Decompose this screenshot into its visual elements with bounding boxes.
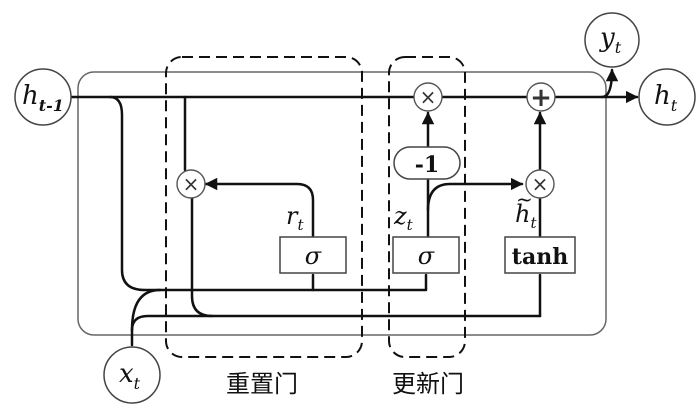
gru-cell-boundary [77, 71, 607, 336]
r-to-reset-mult-wire [204, 177, 315, 239]
sigma-update-box: σ [392, 236, 460, 274]
reset-gate-caption: 重置门 [226, 370, 298, 398]
z-label: zt [393, 202, 414, 234]
update-multiply-op: × [413, 82, 443, 112]
svg-text:-1: -1 [415, 152, 439, 178]
minus-one-box: -1 [393, 146, 461, 180]
svg-text:tanh: tanh [512, 244, 568, 270]
reset-mult-to-bus-wire [190, 196, 214, 318]
svg-text:ht: ht [654, 81, 678, 115]
y-output-wire [600, 68, 619, 99]
h-out-node: ht [638, 68, 696, 126]
svg-text:σ: σ [418, 242, 435, 270]
svg-text:xt: xt [119, 359, 141, 393]
sigma-reset-box: σ [279, 236, 347, 274]
plus-icon: + [530, 83, 552, 113]
svg-text:σ: σ [305, 242, 322, 270]
multiply-icon: × [183, 172, 200, 196]
h-prev-node: ht-1 [14, 68, 72, 126]
multiply-icon: × [420, 85, 437, 109]
svg-text:yt: yt [599, 23, 622, 57]
z-to-candidate-mult-wire [426, 177, 524, 212]
multiply-icon: × [532, 172, 549, 196]
add-op: + [526, 82, 556, 113]
x-to-gate-bus-wire [130, 314, 542, 347]
x-in-node: xt [103, 346, 161, 404]
reset-multiply-op: × [176, 169, 206, 199]
svg-text:ht-1: ht-1 [22, 81, 64, 115]
candidate-tilde-mark: ~ [516, 187, 533, 211]
reset-gate-region [165, 56, 363, 358]
candidate-multiply-op: × [525, 169, 555, 199]
update-gate-region [388, 56, 466, 358]
r-label: rt [286, 202, 304, 234]
y-out-node: yt [584, 12, 640, 68]
x-to-upper-bus-wire [130, 288, 162, 332]
update-gate-caption: 更新门 [392, 370, 464, 398]
tanh-box: tanh [504, 236, 576, 274]
h-to-gate-bus-wire [108, 95, 427, 292]
candidate-h-label: ht [515, 200, 537, 232]
